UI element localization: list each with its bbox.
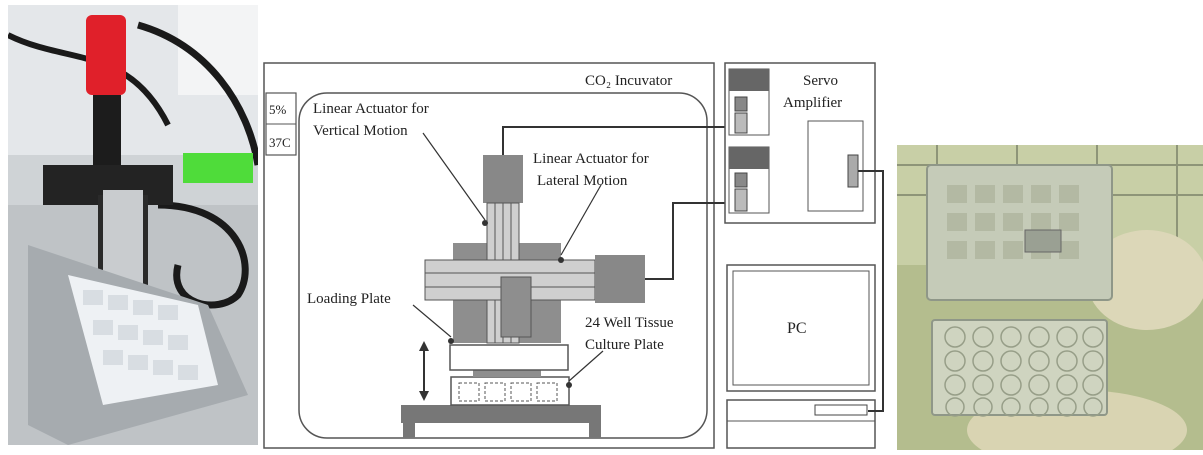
lateral-actuator-label: Linear Actuator for — [533, 151, 649, 167]
loading-plate-label: Loading Plate — [307, 291, 391, 307]
pc-label: PC — [787, 320, 807, 337]
co2-percent-label: 5% — [269, 102, 287, 117]
system-diagram: CO₂ Incuvator 5% 37C — [263, 55, 893, 450]
culture-plate-label: 24 Well Tissue — [585, 315, 674, 331]
apparatus-photo — [6, 5, 262, 445]
vertical-actuator-label: Linear Actuator for — [313, 101, 429, 117]
servo-label: Servo — [803, 73, 838, 89]
lateral-actuator-label-2: Lateral Motion — [537, 173, 628, 189]
culture-plate-label-2: Culture Plate — [585, 337, 664, 353]
loading-plate-shape — [449, 344, 569, 371]
temperature-label: 37C — [269, 135, 291, 150]
plates-photo — [897, 145, 1203, 455]
culture-plate-shape — [450, 376, 570, 406]
vertical-actuator-label-2: Vertical Motion — [313, 123, 408, 139]
servo-label-2: Amplifier — [783, 95, 842, 111]
incubator-label: CO₂ Incuvator — [585, 73, 672, 89]
